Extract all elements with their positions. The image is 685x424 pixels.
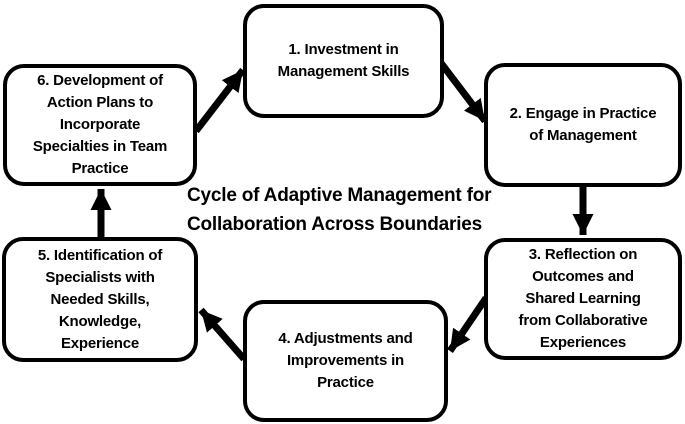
node-5-label: 5. Identification of Specialists with Ne… <box>37 246 163 352</box>
node-3-reflection-on-outcomes: 3. Reflection on Outcomes and Shared Lea… <box>484 238 682 360</box>
node-2-label: 2. Engage in Practice of Management <box>509 105 657 144</box>
arrow-3-to-4 <box>447 296 489 353</box>
arrow-1-to-2 <box>438 60 488 124</box>
node-1-label: 1. Investment in Management Skills <box>277 41 410 80</box>
node-2-engage-in-practice-of-management: 2. Engage in Practice of Management <box>484 63 682 187</box>
node-3-label: 3. Reflection on Outcomes and Shared Lea… <box>518 246 648 351</box>
node-5-identification-of-specialists: 5. Identification of Specialists with Ne… <box>2 237 198 362</box>
node-4-adjustments-and-improvements: 4. Adjustments and Improvements in Pract… <box>243 300 448 422</box>
diagram-title: Cycle of Adaptive Management for Collabo… <box>187 185 492 235</box>
node-6-development-of-action-plans: 6. Development of Action Plans to Incorp… <box>3 64 197 186</box>
node-1-investment-in-management-skills: 1. Investment in Management Skills <box>243 4 444 118</box>
node-6-label: 6. Development of Action Plans to Incorp… <box>32 72 168 177</box>
node-4-label: 4. Adjustments and Improvements in Pract… <box>278 330 413 391</box>
arrow-6-to-1 <box>193 67 246 134</box>
arrow-4-to-5 <box>198 307 247 362</box>
